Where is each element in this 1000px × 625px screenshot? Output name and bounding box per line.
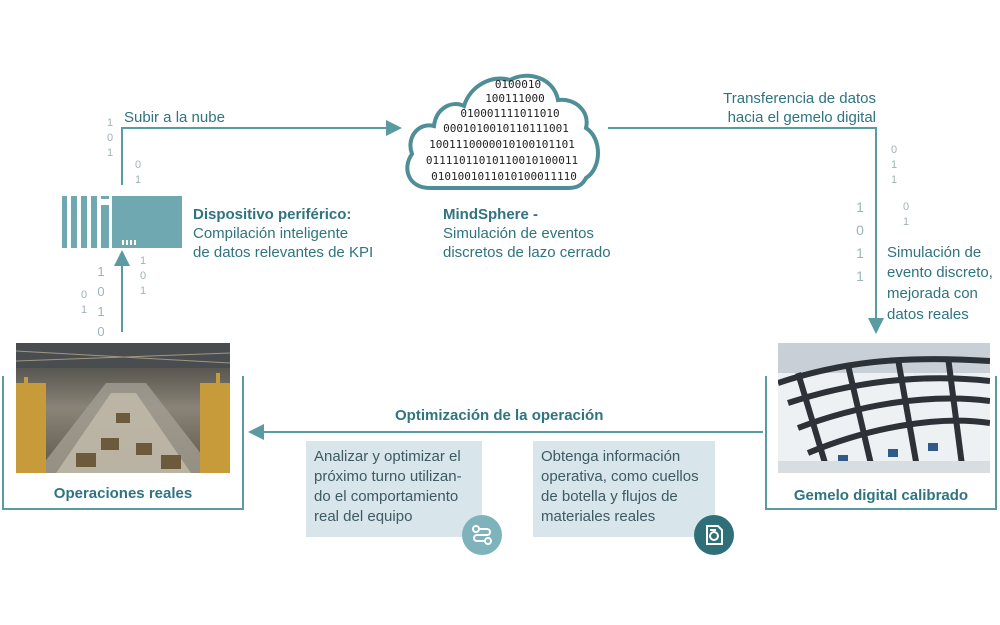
bit: 1 (856, 245, 864, 261)
bits-column-c: 1 0 1 0 (94, 262, 108, 342)
cloud-binary-row-7: 0101001011010100011110 (431, 170, 577, 183)
analyze-line-2: próximo turno utilizan- (314, 468, 462, 485)
cloud-binary-row-5: 1001110000010100101101 (429, 138, 575, 151)
cloud-description-line-1: Simulación de eventos (443, 225, 594, 242)
bit: 1 (80, 304, 88, 316)
bits-column-h: 0 1 (899, 200, 913, 230)
cloud-description-line-2: discretos de lazo cerrado (443, 244, 611, 261)
document-icon (694, 515, 734, 555)
simulation-label-line-3: mejorada con (887, 285, 978, 302)
analyze-info-box: Analizar y optimizar el próximo turno ut… (306, 441, 482, 537)
insight-line-1: Obtenga información (541, 448, 681, 465)
insight-line-3: de botella y flujos de (541, 488, 678, 505)
bit: 0 (97, 284, 105, 299)
upload-label: Subir a la nube (124, 109, 225, 126)
bit: 0 (97, 324, 105, 339)
real-operations-caption: Operaciones reales (53, 485, 193, 502)
edge-title: Dispositivo periférico: (193, 206, 352, 223)
optimization-label: Optimización de la operación (395, 407, 604, 424)
simulation-label-line-1: Simulación de (887, 244, 982, 261)
bit: 0 (139, 270, 147, 282)
cloud-binary-row-6: 01111011010110010100011 (426, 154, 578, 167)
digital-twin-render (778, 343, 990, 473)
cloud-binary-row-4: 0001010010110111001 (443, 122, 569, 135)
bits-column-f: 1 0 1 1 (853, 196, 867, 288)
digital-twin-panel (765, 376, 997, 510)
bit: 1 (902, 216, 910, 228)
bits-column-b: 0 1 (131, 158, 145, 188)
bit: 1 (856, 268, 864, 284)
bit: 1 (106, 117, 114, 129)
cloud-binary-row-1: 0100010 (495, 78, 541, 91)
bit: 0 (80, 289, 88, 301)
simulation-label-line-2: evento discreto, (887, 264, 993, 281)
insight-line-4: materiales reales (541, 508, 656, 525)
bits-column-g: 0 1 1 (887, 143, 901, 188)
bit: 1 (890, 174, 898, 186)
bit: 1 (890, 159, 898, 171)
bit: 1 (139, 285, 147, 297)
bit: 0 (890, 144, 898, 156)
edge-device-icon (62, 196, 182, 248)
bits-column-d: 0 1 (77, 288, 91, 318)
edge-description-line-1: Compilación inteligente (193, 225, 349, 242)
upload-arrow (121, 120, 402, 185)
transfer-label-line-2: hacia el gemelo digital (727, 109, 876, 126)
cloud-title: MindSphere - (443, 206, 539, 223)
bit: 1 (856, 199, 864, 215)
bit: 0 (106, 132, 114, 144)
transfer-label-line-1: Transferencia de datos (723, 90, 876, 107)
bit: 0 (902, 201, 910, 213)
cloud-binary-row-2: 100111000 (485, 92, 545, 105)
warehouse-photo (16, 343, 230, 473)
real-operations-panel (2, 376, 244, 510)
analyze-line-4: real del equipo (314, 508, 413, 525)
insight-info-box: Obtenga información operativa, como cuel… (533, 441, 715, 537)
transfer-arrow (608, 127, 884, 334)
bit: 1 (97, 264, 105, 279)
bit: 1 (139, 255, 147, 267)
analyze-line-1: Analizar y optimizar el (314, 448, 461, 465)
edge-description-line-2: de datos relevantes de KPI (193, 244, 374, 261)
bit: 0 (134, 159, 142, 171)
bit: 1 (106, 147, 114, 159)
insight-line-2: operativa, como cuellos (541, 468, 699, 485)
bit: 1 (134, 174, 142, 186)
bit: 0 (856, 222, 864, 238)
bits-column-e: 1 0 1 (136, 254, 150, 299)
digital-twin-caption: Gemelo digital calibrado (793, 487, 969, 504)
cloud-graphic: 0100010 100111000 010001111011010 000101… (405, 73, 600, 190)
bits-column-a: 1 0 1 (103, 116, 117, 161)
analyze-line-3: do el comportamiento (314, 488, 459, 505)
bit: 1 (97, 304, 105, 319)
simulation-label-line-4: datos reales (887, 306, 969, 323)
flow-icon (462, 515, 502, 555)
cloud-binary-row-3: 010001111011010 (460, 107, 559, 120)
